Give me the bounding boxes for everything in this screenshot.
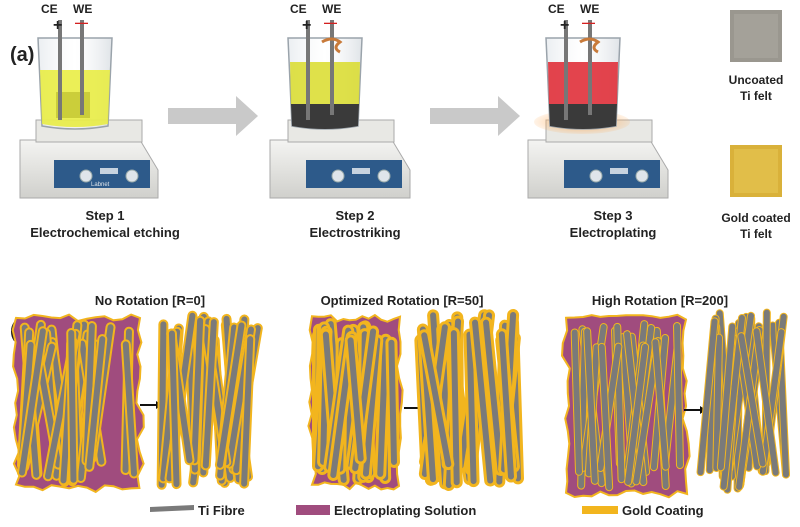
step1-we-label: WE (73, 2, 93, 16)
coated-fibre-0 (202, 319, 217, 469)
arrow-step1-to-step2 (168, 96, 258, 136)
coated-fibre-1 (472, 319, 494, 484)
coated-fibre-0 (191, 317, 204, 464)
step1-ce-sign: + (53, 17, 63, 34)
coated-fibre-0 (241, 336, 254, 487)
fibre-in-solution-1 (362, 337, 381, 477)
coated-fibre-0 (216, 322, 245, 468)
coated-fibre-2 (713, 334, 723, 472)
step1-device-label: Labnet (91, 182, 110, 188)
step3-ce-sign: + (560, 17, 570, 34)
coated-fibre-2 (717, 323, 736, 471)
fibre-in-solution-1 (347, 337, 364, 462)
legend-gold-swatch (582, 506, 618, 514)
legend-gold-label: Gold Coating (622, 503, 704, 518)
fibre-in-solution-2 (625, 343, 649, 485)
coated-fibre-0 (168, 330, 180, 488)
coated-fibre-1 (483, 319, 504, 474)
fibre-in-solution-0 (122, 341, 137, 477)
coated-fibre-1 (450, 330, 460, 486)
step1-we-sign: — (75, 15, 88, 30)
step1-label: Step 1 Electrochemical etching (5, 207, 205, 241)
fibre-in-solution-0 (86, 336, 106, 470)
fibre-in-solution-0 (19, 328, 46, 476)
arrow-step2-to-step3 (430, 96, 520, 136)
high-rotation-title: High Rotation [R=200] (591, 293, 729, 308)
step2-label: Step 2 Electrostriking (255, 207, 455, 241)
step2-ce-sign: + (302, 17, 312, 34)
step2-title: Step 2 (335, 208, 375, 223)
step3-we-sign: — (582, 15, 595, 30)
step3-setup (527, 20, 669, 199)
step2-we-label: WE (322, 2, 342, 16)
panel-a-label: (a) (10, 44, 35, 66)
fibre-in-solution-1 (377, 336, 389, 477)
optimized-rotation-title: Optimized Rotation [R=50] (320, 293, 484, 308)
step3-subtitle: Electroplating (569, 225, 657, 240)
uncoated-felt-label-line1: Uncoated (728, 73, 784, 87)
uncoated-felt-label: Uncoated Ti felt (706, 72, 800, 104)
fibre-in-solution-2 (674, 323, 683, 469)
gold-felt-label-line2: Ti felt (740, 227, 772, 241)
legend-solution-swatch (296, 505, 330, 515)
step3-ce-label: CE (548, 2, 565, 16)
coated-fibre-2 (697, 318, 718, 476)
coated-fibre-1 (498, 331, 514, 480)
fibre-in-solution-2 (598, 343, 613, 491)
step1-setup (19, 20, 159, 199)
gold-felt-swatch (730, 145, 782, 197)
gold-felt-label: Gold coated Ti felt (706, 210, 800, 242)
step2-setup (269, 20, 411, 199)
coated-fibre-2 (738, 333, 766, 467)
step3-label: Step 3 Electroplating (513, 207, 713, 241)
gold-felt-label-line1: Gold coated (721, 211, 791, 225)
step1-subtitle: Electrochemical etching (30, 225, 180, 240)
coated-fibre-1 (466, 331, 477, 485)
uncoated-felt-swatch (730, 10, 782, 62)
legend-solution-label: Electroplating Solution (334, 503, 477, 518)
step2-we-sign: — (324, 15, 337, 30)
step1-ce-label: CE (41, 2, 58, 16)
step2-ce-label: CE (290, 2, 307, 16)
fibre-in-solution-2 (571, 329, 582, 475)
legend-ti-fibre-swatch (150, 505, 194, 512)
fibre-in-solution-1 (388, 339, 397, 465)
coated-fibre-1 (421, 332, 452, 468)
step2-subtitle: Electrostriking (309, 225, 401, 240)
fibre-in-solution-0 (68, 329, 77, 483)
fibre-in-solution-2 (584, 328, 598, 484)
legend-ti-fibre-label: Ti Fibre (198, 503, 245, 518)
step3-title: Step 3 (593, 208, 633, 223)
coated-fibre-2 (753, 328, 779, 476)
fibre-in-solution-2 (652, 339, 669, 470)
uncoated-felt-label-line2: Ti felt (740, 89, 772, 103)
no-rotation-title: No Rotation [R=0] (94, 293, 206, 308)
step3-we-label: WE (580, 2, 600, 16)
step1-title: Step 1 (85, 208, 125, 223)
coated-fibre-2 (759, 329, 785, 475)
